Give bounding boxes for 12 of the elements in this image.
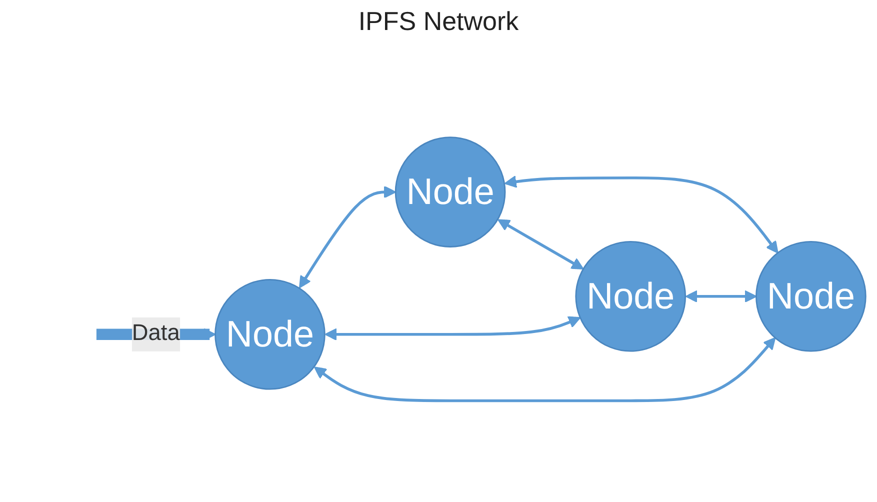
node-circle: Node [756, 241, 866, 352]
arrow [685, 290, 757, 304]
arrow [504, 176, 778, 254]
arrow [299, 186, 396, 289]
edge-label: Data [132, 322, 180, 346]
node-circle: Node [214, 279, 326, 390]
node-circle: Node [575, 241, 686, 352]
arrow [498, 220, 584, 270]
arrow [324, 316, 581, 342]
network-label: IPFS Network [358, 6, 519, 37]
node-circle: Node [394, 137, 506, 248]
arrow [314, 338, 776, 403]
